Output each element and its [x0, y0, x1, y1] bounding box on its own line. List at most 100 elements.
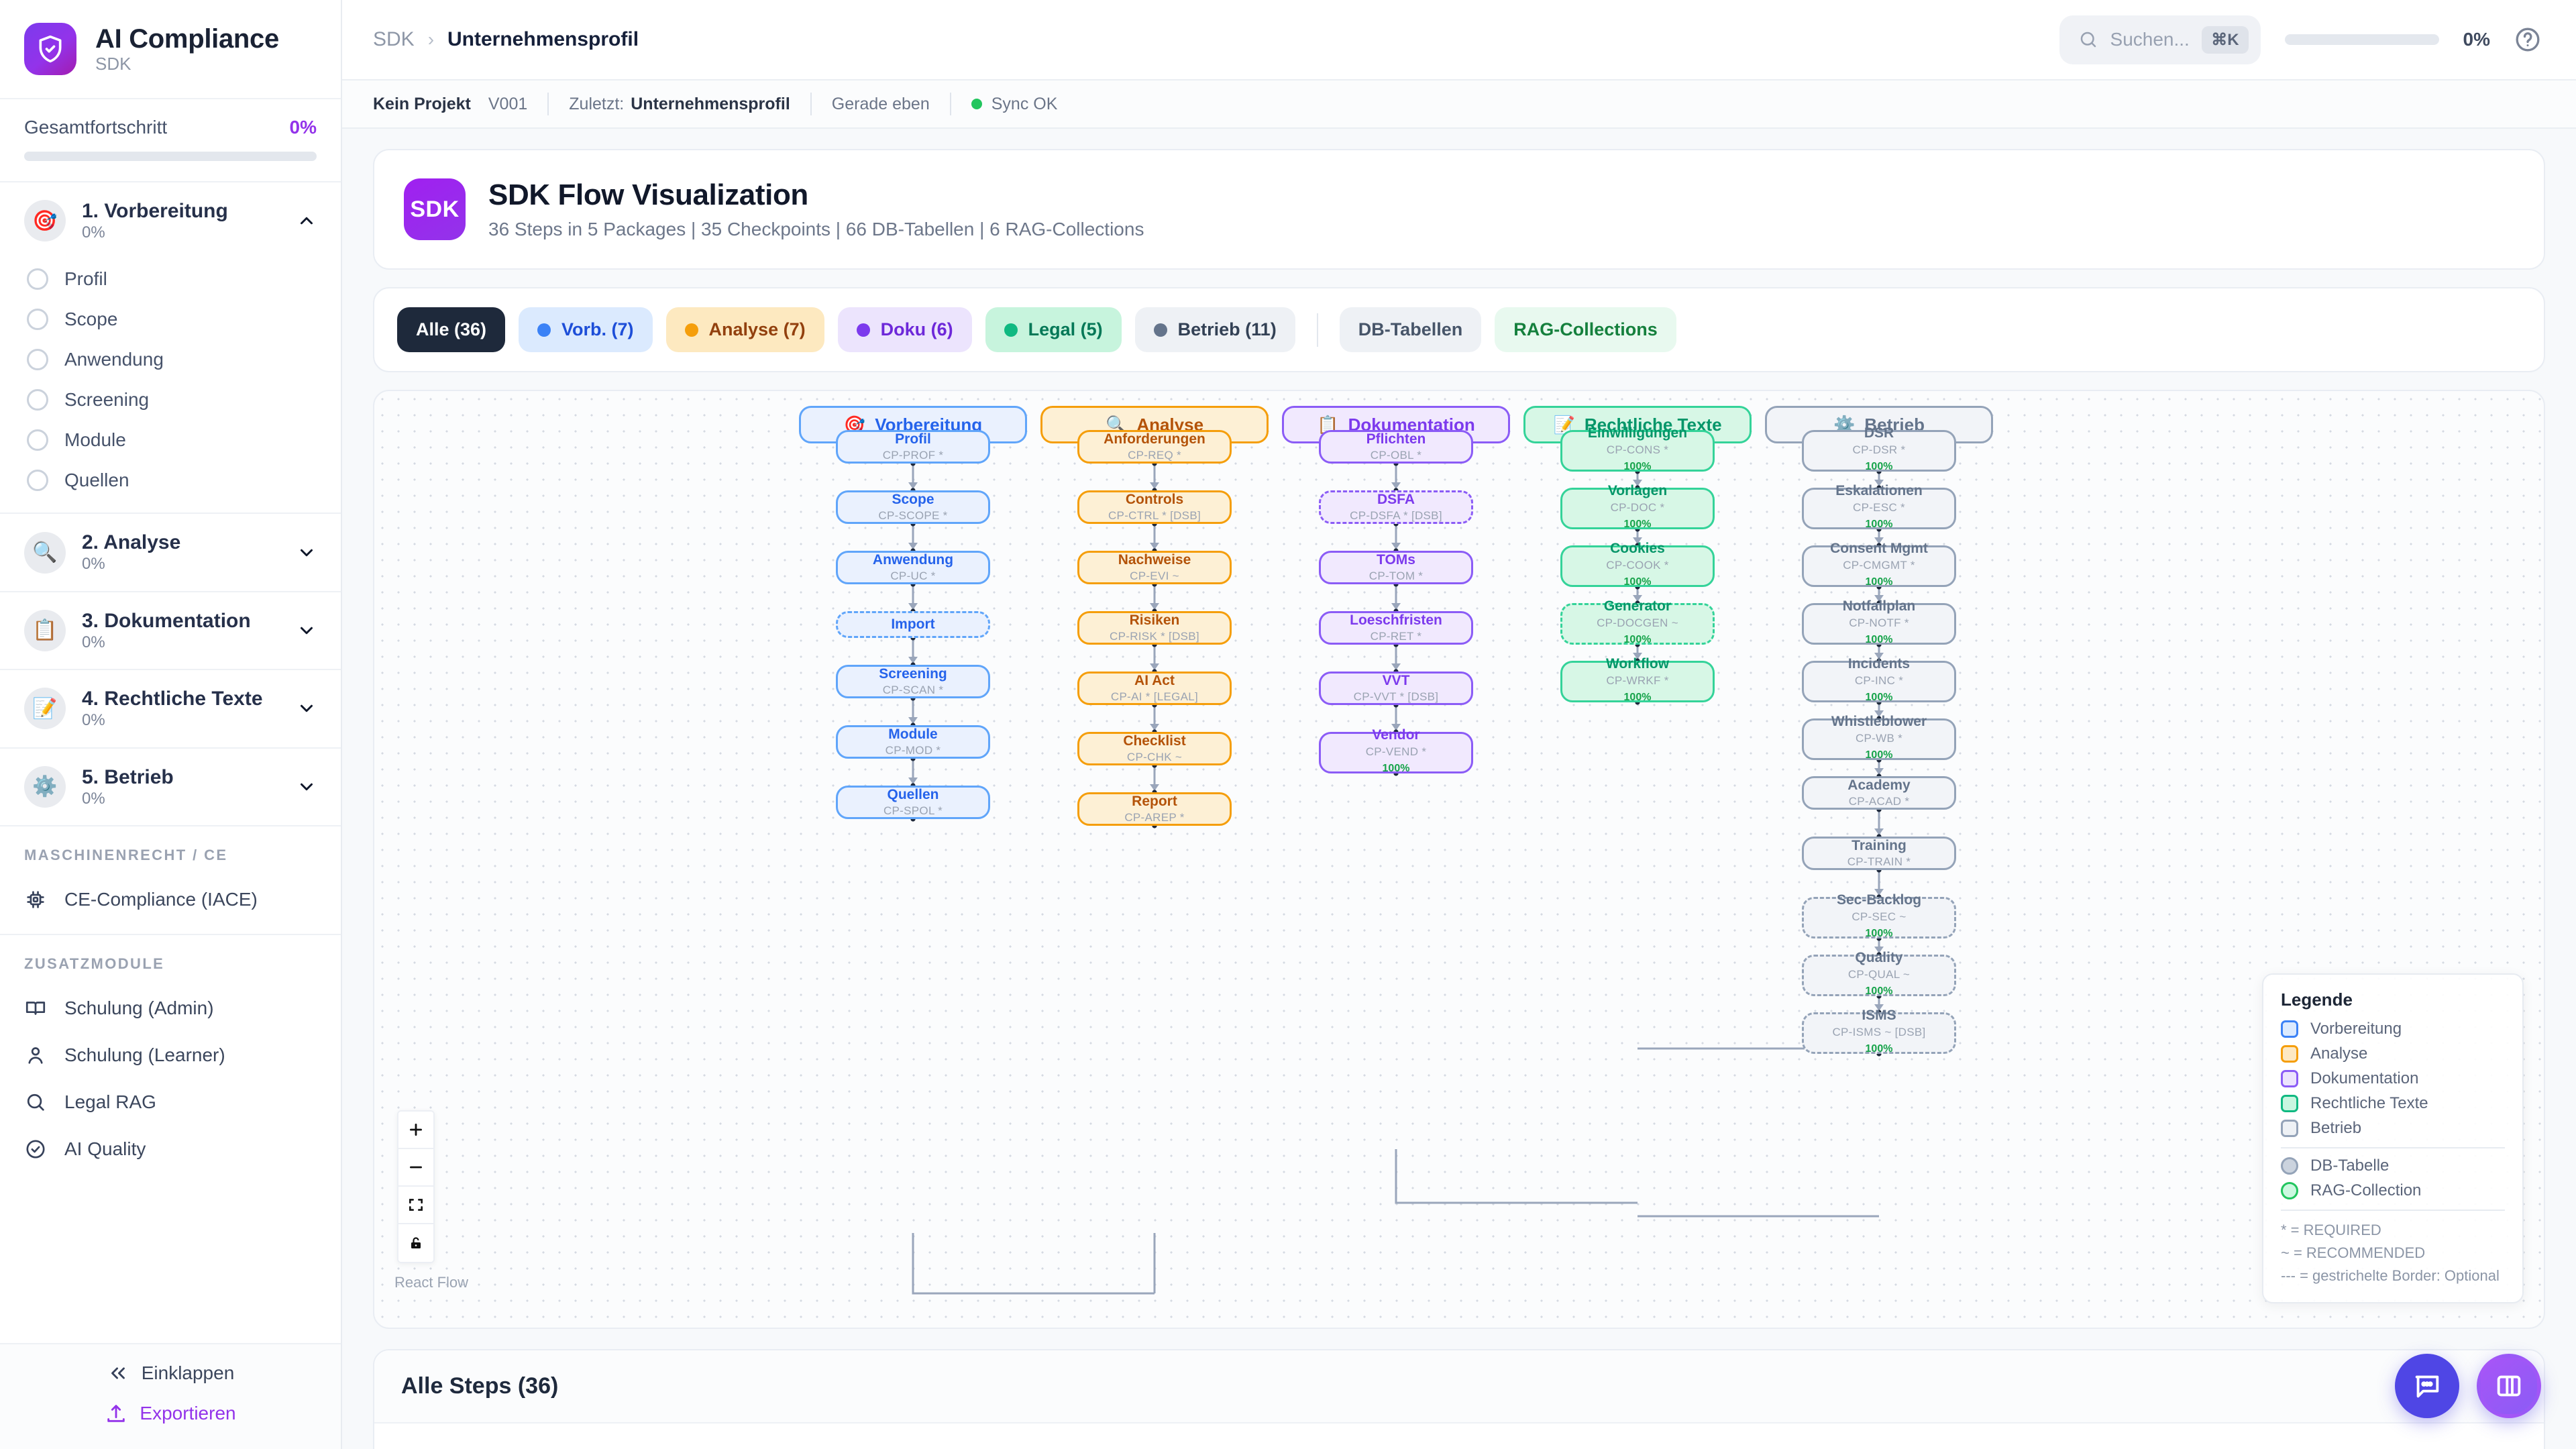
- panel-fab[interactable]: [2477, 1354, 2541, 1418]
- flow-node-import[interactable]: Import: [836, 611, 990, 638]
- chat-fab[interactable]: [2395, 1354, 2459, 1418]
- breadcrumb-root[interactable]: SDK: [373, 28, 415, 50]
- node-title: Nachweise: [1118, 551, 1191, 568]
- sidebar-step-quellen[interactable]: Quellen: [0, 460, 341, 500]
- step-status-radio[interactable]: [27, 268, 48, 290]
- check-circle-icon: [26, 1140, 45, 1159]
- phase-emoji-icon: 📋: [24, 609, 66, 651]
- phase-header[interactable]: 🎯 1. Vorbereitung 0%: [0, 182, 341, 259]
- sidebar-item-ai-quality[interactable]: AI Quality: [0, 1126, 341, 1173]
- step-status-radio[interactable]: [27, 389, 48, 411]
- filter-chip-vorb-7[interactable]: Vorb. (7): [519, 307, 653, 352]
- phase-name: 1. Vorbereitung: [82, 200, 228, 222]
- phase-header[interactable]: ⚙️ 5. Betrieb 0%: [0, 749, 341, 825]
- step-status-radio[interactable]: [27, 349, 48, 371]
- collapse-sidebar-button[interactable]: Einklappen: [107, 1362, 234, 1385]
- phase-percent: 0%: [82, 223, 105, 241]
- sidebar-step-screening[interactable]: Screening: [0, 380, 341, 420]
- sidebar-step-scope[interactable]: Scope: [0, 299, 341, 339]
- export-button[interactable]: Exportieren: [105, 1402, 236, 1425]
- node-title: Whistleblower: [1831, 714, 1927, 730]
- sidebar-step-anwendung[interactable]: Anwendung: [0, 339, 341, 380]
- lock-toggle-button[interactable]: [398, 1224, 433, 1262]
- react-flow-attribution[interactable]: React Flow: [394, 1274, 469, 1291]
- filter-chip-rag-collections[interactable]: RAG-Collections: [1495, 307, 1676, 352]
- sidebar-step-profil[interactable]: Profil: [0, 259, 341, 299]
- topbar-progress-bar: [2284, 34, 2439, 45]
- phase-header[interactable]: 🔍 2. Analyse 0%: [0, 514, 341, 590]
- node-title: Controls: [1125, 491, 1184, 507]
- search-icon: [27, 1093, 44, 1111]
- search-input[interactable]: Suchen... ⌘K: [2059, 15, 2261, 64]
- phase-percent: 0%: [82, 711, 105, 730]
- step-status-radio[interactable]: [27, 429, 48, 451]
- filter-chip-analyse-7[interactable]: Analyse (7): [665, 307, 824, 352]
- sidebar-step-module[interactable]: Module: [0, 420, 341, 460]
- chip-label: Vorb. (7): [561, 319, 634, 339]
- step-status-radio[interactable]: [27, 470, 48, 492]
- phase-header[interactable]: 📝 4. Rechtliche Texte 0%: [0, 670, 341, 747]
- zoom-in-button[interactable]: [398, 1112, 433, 1149]
- filter-chip-legal-5[interactable]: Legal (5): [985, 307, 1122, 352]
- sdk-badge: SDK: [404, 178, 466, 240]
- filter-chip-doku-6[interactable]: Doku (6): [837, 307, 972, 352]
- sidebar-item-legal-rag[interactable]: Legal RAG: [0, 1079, 341, 1126]
- sidebar-item-schulung-admin[interactable]: Schulung (Admin): [0, 985, 341, 1032]
- phase-header[interactable]: 📋 3. Dokumentation 0%: [0, 592, 341, 669]
- filter-chip-db-tabellen[interactable]: DB-Tabellen: [1339, 307, 1482, 352]
- fit-view-button[interactable]: [398, 1187, 433, 1224]
- sidebar-item-schulung-learner[interactable]: Schulung (Learner): [0, 1032, 341, 1079]
- phase-name: 4. Rechtliche Texte: [82, 688, 263, 710]
- filter-chip-bar: Alle (36) Vorb. (7) Analyse (7) Doku (6) Leg…: [373, 287, 2545, 372]
- search-shortcut-badge: ⌘K: [2202, 25, 2249, 54]
- node-title: Report: [1132, 793, 1177, 809]
- step-status-radio[interactable]: [27, 309, 48, 331]
- zoom-out-button[interactable]: [398, 1149, 433, 1187]
- brand-header[interactable]: AI Compliance SDK: [0, 0, 341, 99]
- sidebar-item-ce-compliance-iace[interactable]: CE-Compliance (IACE): [0, 876, 341, 923]
- help-circle-icon[interactable]: [2514, 26, 2541, 53]
- node-code: CP-EVI ~: [1130, 570, 1179, 583]
- legend-label: Analyse: [2310, 1044, 2368, 1063]
- filter-chip-alle-36[interactable]: Alle (36): [397, 307, 506, 352]
- filter-chip-betrieb-11[interactable]: Betrieb (11): [1134, 307, 1295, 352]
